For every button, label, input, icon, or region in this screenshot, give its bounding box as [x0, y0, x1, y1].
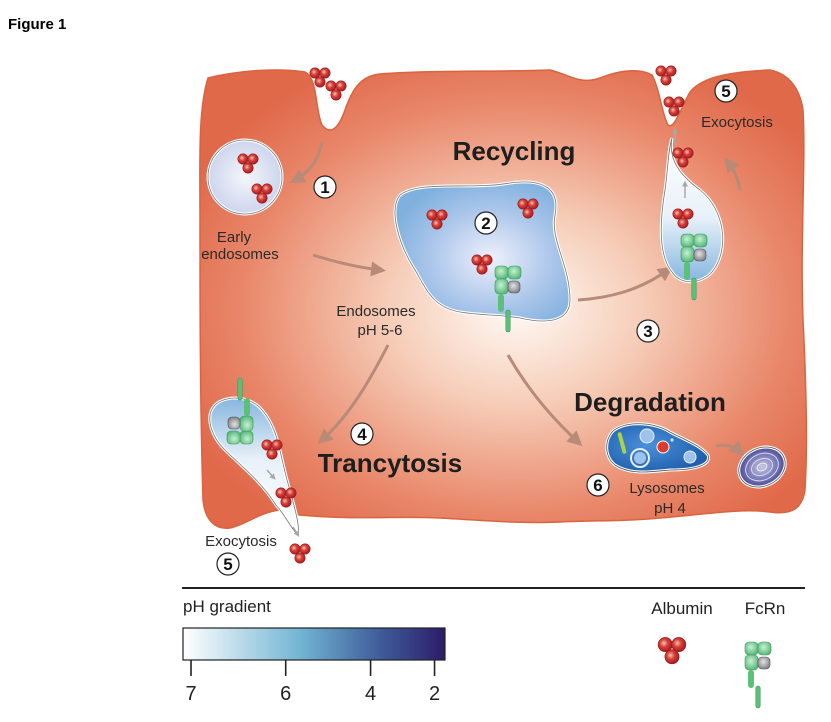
ph-gradient-bar: [182, 627, 446, 661]
ph-gradient-title: pH gradient: [183, 597, 271, 616]
recycling-heading: Recycling: [453, 136, 576, 166]
endosomes-label: Endosomes: [336, 303, 415, 320]
ph-tick-label: 4: [365, 683, 376, 705]
step-4-badge: 4: [350, 422, 374, 446]
albumin-icon: [289, 543, 311, 564]
exocytosis-top-label: Exocytosis: [701, 114, 773, 131]
early-endosomes-label: endosomes: [201, 246, 279, 263]
ph-tick-label: 6: [280, 683, 291, 705]
exocytosis-bottom-label: Exocytosis: [205, 533, 277, 550]
step-1-badge: 1: [313, 175, 337, 199]
ph-tick-label: 7: [185, 683, 196, 705]
step-5-top-badge: 5: [714, 79, 738, 103]
lysosomes-label: Lysosomes: [629, 480, 704, 497]
step-5-bottom-badge: 5: [216, 552, 240, 576]
fcrn-legend-icon: [744, 641, 772, 709]
step-2-badge: 2: [474, 211, 498, 235]
residual-body: [737, 445, 787, 489]
svg-text:4: 4: [357, 425, 367, 444]
svg-text:6: 6: [593, 476, 602, 495]
svg-text:5: 5: [223, 555, 232, 574]
lysosomes-ph-label: pH 4: [654, 500, 686, 517]
step-3-badge: 3: [636, 319, 660, 343]
ph-tick-label: 2: [429, 683, 440, 705]
svg-text:1: 1: [320, 178, 329, 197]
albumin-legend-icon: [657, 637, 687, 665]
svg-text:3: 3: [643, 322, 652, 341]
albumin-legend-label: Albumin: [651, 599, 712, 618]
step-6-badge: 6: [586, 473, 610, 497]
endosomes-ph-label: pH 5-6: [357, 322, 402, 339]
early-endosomes-label: Early: [217, 229, 252, 246]
albumin-icon: [325, 80, 347, 101]
degradation-heading: Degradation: [574, 387, 726, 417]
svg-text:5: 5: [721, 82, 730, 101]
transcytosis-heading: Trancytosis: [318, 448, 463, 478]
fcrn-legend-label: FcRn: [745, 599, 786, 618]
figure-title: Figure 1: [8, 16, 67, 33]
albumin-icon: [655, 65, 677, 86]
svg-text:2: 2: [481, 214, 490, 233]
